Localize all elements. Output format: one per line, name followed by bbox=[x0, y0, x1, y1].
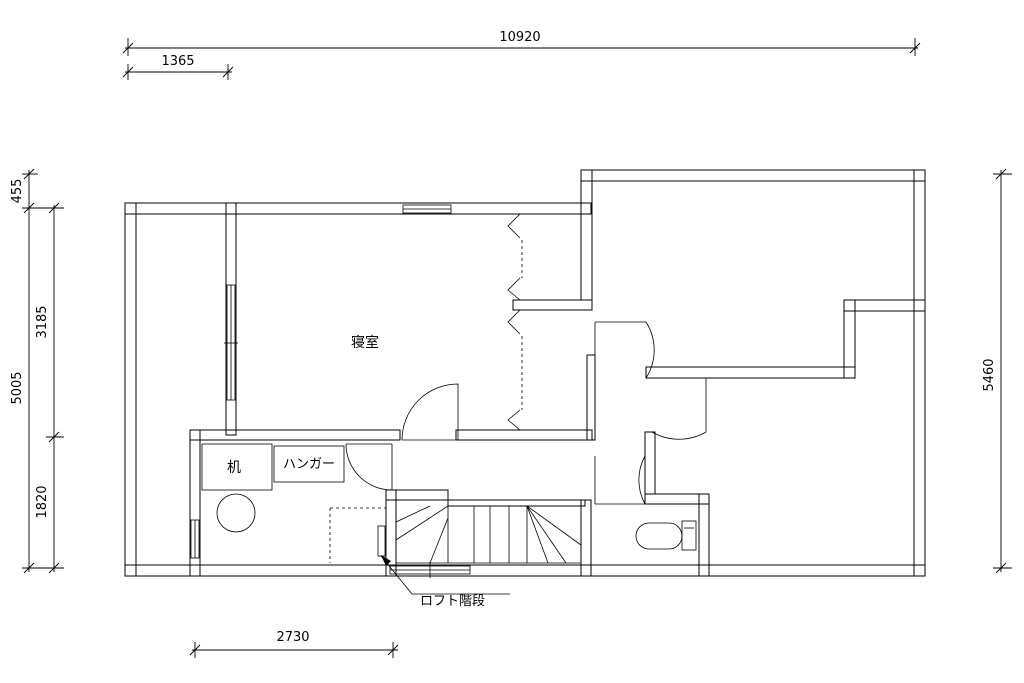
hanger-label: ハンガー bbox=[283, 457, 335, 472]
hall-door-upper bbox=[594, 321, 655, 379]
bedroom-door bbox=[401, 383, 459, 441]
dimension-top-module: 1365 bbox=[122, 54, 234, 80]
dimension-top-module-label: 1365 bbox=[161, 54, 194, 69]
dimension-bottom-width-label: 2730 bbox=[276, 630, 309, 645]
doors bbox=[345, 321, 707, 505]
windows bbox=[190, 204, 471, 578]
stair bbox=[395, 499, 582, 564]
desk: 机 bbox=[201, 443, 273, 491]
walls bbox=[124, 169, 926, 577]
dimension-left-3185-label: 3185 bbox=[35, 305, 50, 338]
loft-stairs-label: ロフト階段 bbox=[420, 594, 485, 609]
toilet bbox=[635, 520, 697, 551]
callout-arrow-icon bbox=[381, 555, 391, 566]
desk-label: 机 bbox=[227, 460, 241, 476]
loft-stairs-callout: ロフト階段 bbox=[380, 555, 510, 609]
loft-ladder-area bbox=[329, 507, 386, 563]
chair bbox=[216, 493, 256, 533]
dimension-top-total: 10920 bbox=[122, 30, 921, 56]
dimension-right-5460-label: 5460 bbox=[982, 358, 997, 391]
bedroom-label: 寝室 bbox=[351, 334, 379, 351]
closet-curtain bbox=[507, 213, 523, 431]
toilet-door bbox=[594, 455, 646, 505]
study-door bbox=[345, 443, 393, 491]
dimension-left-455-label: 455 bbox=[10, 179, 25, 204]
dimension-left-5005-label: 5005 bbox=[10, 371, 25, 404]
dimension-bottom-width: 2730 bbox=[189, 630, 399, 658]
right-room-door bbox=[650, 377, 707, 440]
dimension-top-total-label: 10920 bbox=[499, 30, 540, 45]
dimension-right-height: 5460 bbox=[982, 168, 1012, 574]
dimension-left-chain: 455 5005 3185 1820 bbox=[10, 168, 64, 574]
hanger-rack: ハンガー bbox=[273, 445, 345, 483]
dimension-left-1820-label: 1820 bbox=[35, 485, 50, 518]
